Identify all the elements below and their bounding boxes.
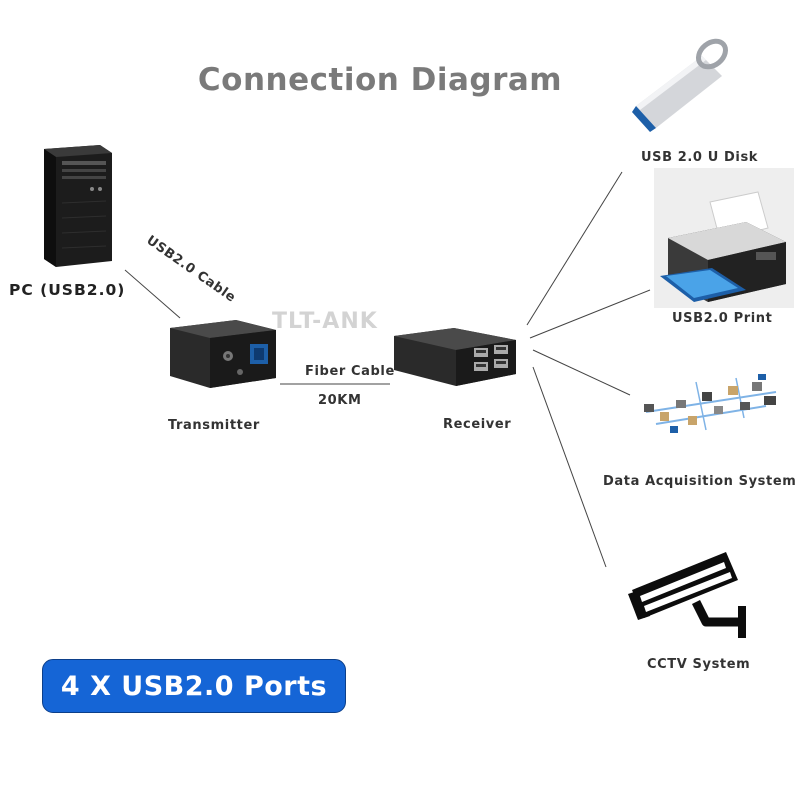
usb-udisk-icon (632, 38, 728, 132)
receiver-label: Receiver (443, 417, 512, 432)
line-to-printer (529, 289, 651, 339)
printer-icon (654, 168, 794, 308)
transmitter-label: Transmitter (168, 418, 260, 433)
printer-label: USB2.0 Print (672, 311, 773, 326)
line-to-data-acq (532, 349, 631, 396)
diagram-title: Connection Diagram (197, 62, 563, 98)
usb-ports-badge: 4 X USB2.0 Ports (42, 659, 346, 713)
transmitter-device-icon (170, 320, 276, 388)
receiver-device-icon (394, 328, 516, 386)
fiber-distance-label: 20KM (318, 393, 362, 408)
usb-cable-line (124, 269, 181, 319)
cctv-camera-icon (628, 552, 746, 638)
pc-label: PC (USB2.0) (9, 281, 126, 299)
fiber-cable-label: Fiber Cable (305, 364, 395, 379)
data-acquisition-network-icon (644, 374, 777, 433)
line-to-udisk (526, 171, 623, 326)
data-acq-label: Data Acquisition System (603, 474, 797, 489)
pc-tower-icon (44, 145, 112, 267)
udisk-label: USB 2.0 U Disk (641, 150, 759, 165)
watermark: TLT-ANK (272, 309, 378, 334)
line-to-cctv (532, 366, 607, 568)
cctv-label: CCTV System (647, 657, 751, 672)
